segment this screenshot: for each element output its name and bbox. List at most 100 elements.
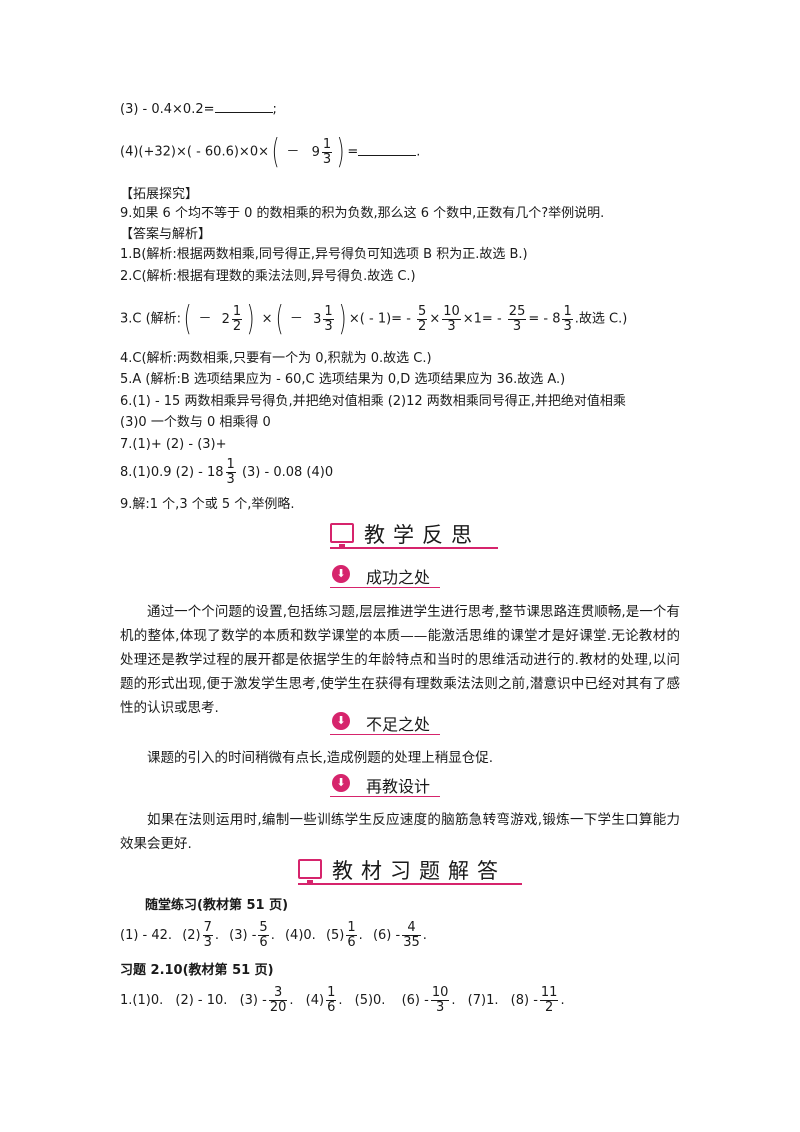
exercise-q3: (3) - 0.4×0.2=; xyxy=(120,100,277,119)
practice-1: (1) - 42. xyxy=(120,928,173,943)
mixed-whole: 9 xyxy=(311,144,320,160)
fraction-denominator: 3 xyxy=(324,318,333,334)
equals-sign: = xyxy=(347,144,359,160)
period: . xyxy=(289,993,294,1008)
paren-right: ) xyxy=(336,132,345,172)
shortcoming-paragraph: 课题的引入的时间稍微有点长,造成例题的处理上稍显仓促. xyxy=(147,750,494,766)
fraction-denominator: 3 xyxy=(203,935,212,950)
answer-7: 7.(1)+ (2) - (3)+ xyxy=(120,437,227,452)
answer-6-line1: 6.(1) - 15 两数相乘异号得负,并把绝对值相乘 (2)12 两数相乘同号… xyxy=(120,394,626,409)
answer-blank xyxy=(358,143,417,156)
exercise-q3-text: (3) - 0.4×0.2= xyxy=(120,102,215,117)
answer-3-mid: ×( - 1)= - xyxy=(348,311,411,327)
practice-3: (3) - xyxy=(229,928,257,943)
answer-1: 1.B(解析:根据两数相乘,同号得正,异号得负可知选项 B 积为正.故选 B.) xyxy=(120,247,528,262)
fraction-denominator: 3 xyxy=(563,318,572,334)
practice-5: (5) xyxy=(325,928,345,943)
fraction-numerator: 25 xyxy=(507,303,527,320)
header-underline xyxy=(330,547,498,549)
answer-3-mid3: = - 8 xyxy=(528,311,561,327)
period: . xyxy=(416,144,421,160)
monitor-icon xyxy=(330,523,354,547)
practice-heading: 随堂练习(教材第 51 页) xyxy=(145,898,289,913)
answer-8-pre: 8.(1)0.9 (2) - 18 xyxy=(120,465,224,480)
practice-4: (4)0. xyxy=(284,928,316,943)
fraction-numerator: 1 xyxy=(321,136,333,153)
fraction-denominator: 3 xyxy=(447,318,456,334)
practice-6: (6) - xyxy=(372,928,401,943)
fraction-numerator: 10 xyxy=(430,985,450,1001)
section-title: 教学反思 xyxy=(364,523,480,547)
fraction-numerator: 1 xyxy=(326,985,337,1001)
fraction-denominator: 3 xyxy=(435,1000,445,1015)
fraction-denominator: 3 xyxy=(512,318,522,334)
section-header-textbook: 教材习题解答 xyxy=(0,853,800,887)
subsection-underline xyxy=(330,587,440,588)
fraction-denominator: 3 xyxy=(322,151,332,167)
fraction-denominator: 35 xyxy=(403,935,420,950)
exercise-4: (4) xyxy=(305,993,325,1008)
mixed-whole: 3 xyxy=(313,311,322,327)
fraction-numerator: 3 xyxy=(268,986,288,1001)
exercise-3: (3) - xyxy=(239,993,267,1008)
exercise-7: (7)1. xyxy=(467,993,499,1008)
section-header-reflection: 教学反思 xyxy=(0,517,800,551)
extension-heading: 【拓展探究】 xyxy=(120,187,199,202)
fraction-denominator: 3 xyxy=(226,472,235,487)
fraction-numerator: 1 xyxy=(225,457,236,473)
paren-left: ( xyxy=(275,299,284,339)
fraction-numerator: 1 xyxy=(231,303,243,320)
fraction-denominator: 20 xyxy=(269,1000,287,1015)
exercise-q3-end: ; xyxy=(272,102,277,117)
header-underline xyxy=(298,883,522,885)
answer-3-prefix: 3.C (解析: xyxy=(120,311,182,327)
fraction-denominator: 6 xyxy=(347,935,356,950)
paren-left: ( xyxy=(271,132,280,172)
fraction-numerator: 7 xyxy=(202,920,213,936)
fraction-denominator: 2 xyxy=(418,318,427,334)
answer-2: 2.C(解析:根据有理数的乘法法则,异号得负.故选 C.) xyxy=(120,269,416,284)
fraction-numerator: 1 xyxy=(562,303,573,320)
section-title: 教材习题解答 xyxy=(332,859,506,883)
fraction-numerator: 10 xyxy=(442,303,461,320)
subsection-redesign: ⬇ 再教设计 xyxy=(0,770,800,798)
answer-8-post: (3) - 0.08 (4)0 xyxy=(237,465,334,480)
exercise-6: (6) - xyxy=(401,993,429,1008)
subsection-title: 再教设计 xyxy=(366,777,431,796)
paren-right: ) xyxy=(246,299,255,339)
subsection-underline xyxy=(330,734,440,735)
exercise-1: 1.(1)0. xyxy=(120,993,164,1008)
period: . xyxy=(422,928,427,943)
subsection-title: 不足之处 xyxy=(366,715,431,734)
down-arrow-circle-icon: ⬇ xyxy=(332,565,350,583)
answer-5: 5.A (解析:B 选项结果应为 - 60,C 选项结果为 0,D 选项结果应为… xyxy=(120,372,566,387)
exercise-q4-pre: (4)(+32)×( - 60.6)×0× xyxy=(120,144,269,160)
answer-6-line2: (3)0 一个数与 0 相乘得 0 xyxy=(120,415,271,430)
answers-heading: 【答案与解析】 xyxy=(120,227,212,242)
exercise-8: (8) - xyxy=(510,993,538,1008)
answer-blank xyxy=(214,100,273,113)
period: . xyxy=(214,928,220,943)
fraction-denominator: 6 xyxy=(259,935,268,950)
period: . xyxy=(358,928,363,943)
times-sign: × xyxy=(261,311,273,327)
subsection-success: ⬇ 成功之处 xyxy=(0,561,800,589)
fraction-denominator: 2 xyxy=(232,318,242,334)
answer-4: 4.C(解析:两数相乘,只要有一个为 0,积就为 0.故选 C.) xyxy=(120,351,432,366)
paren-right: ) xyxy=(338,299,347,339)
minus-sign: － xyxy=(289,311,303,327)
monitor-icon xyxy=(298,859,322,883)
